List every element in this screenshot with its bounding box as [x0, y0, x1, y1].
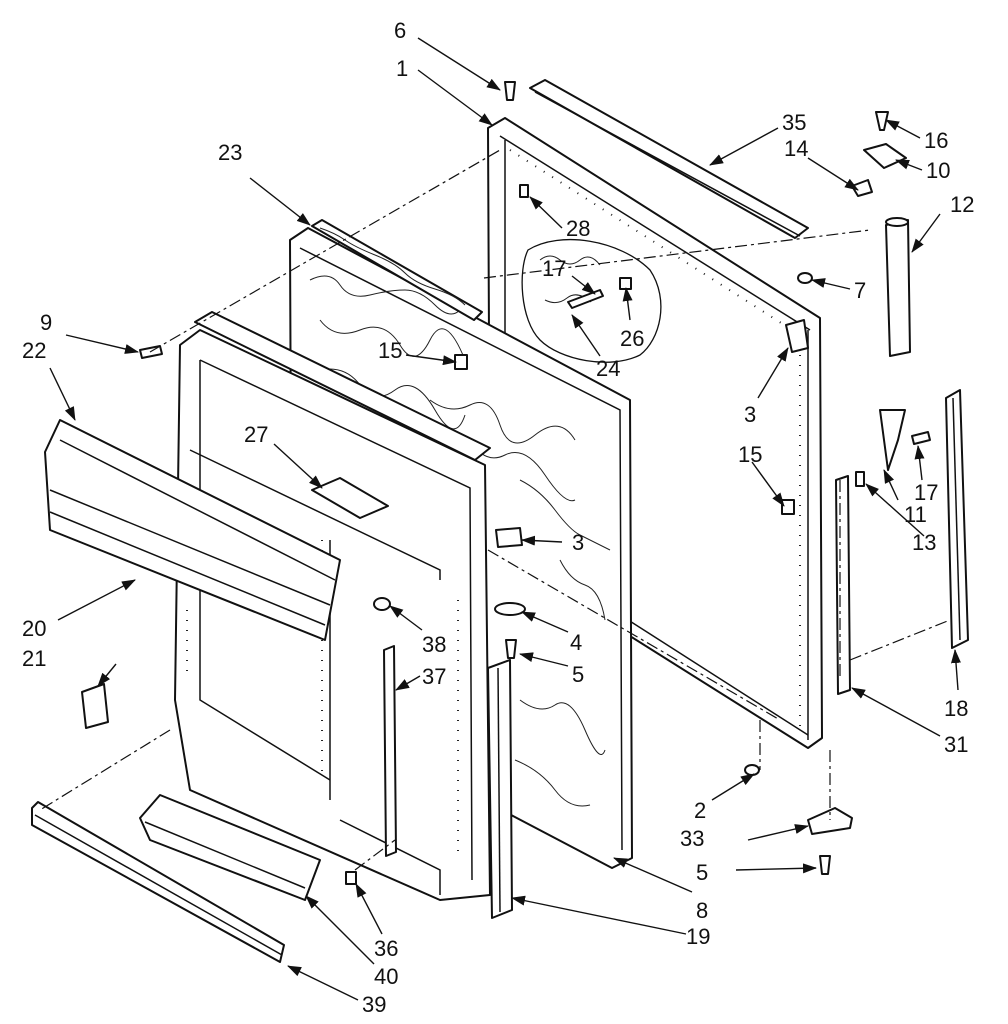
callout-38: 38	[422, 632, 446, 657]
callout-21: 21	[22, 646, 46, 671]
callout-33: 33	[680, 826, 704, 851]
door-gasket	[311, 219, 483, 321]
callout-18: 18	[944, 696, 968, 721]
callout-13: 13	[912, 530, 936, 555]
callout-26: 26	[620, 326, 644, 351]
callout-11: 11	[904, 502, 927, 527]
callout-31: 31	[944, 732, 968, 757]
handle-trim	[945, 389, 969, 649]
callout-5-lower: 5	[696, 860, 708, 885]
washer-13	[855, 471, 865, 487]
callout-6: 6	[394, 18, 406, 43]
hinge-bracket	[785, 319, 809, 353]
top-trim-strip	[529, 79, 809, 239]
callout-40: 40	[374, 964, 398, 989]
clip-26	[619, 277, 632, 290]
bracket-15b	[781, 499, 795, 515]
callout-8: 8	[696, 898, 708, 923]
callout-35: 35	[782, 110, 806, 135]
callout-3-upper: 3	[744, 402, 756, 427]
callout-20: 20	[22, 616, 46, 641]
top-hinge	[851, 111, 907, 197]
callout-16: 16	[924, 128, 948, 153]
callout-3-lower: 3	[572, 530, 584, 555]
callout-17-lower: 17	[914, 480, 938, 505]
washer-4	[494, 602, 526, 616]
callout-15-lower: 15	[738, 442, 762, 467]
bottom-door-bin	[139, 794, 321, 901]
bracket-15a	[454, 354, 468, 370]
clip-36	[345, 871, 357, 885]
liner-outer-rim	[194, 311, 491, 461]
bracket-3	[495, 527, 523, 548]
screw-5a	[505, 639, 517, 659]
callout-14: 14	[784, 136, 808, 161]
callout-27: 27	[244, 422, 268, 447]
callout-15-upper: 15	[378, 338, 402, 363]
alignment-lines	[39, 149, 951, 871]
callout-12: 12	[950, 192, 974, 217]
lower-hinge	[807, 807, 853, 835]
handle-strip	[835, 475, 851, 695]
callout-4: 4	[570, 630, 582, 655]
shelf-rail	[383, 645, 397, 857]
callout-5-upper: 5	[572, 662, 584, 687]
screw-5b	[819, 855, 831, 875]
callout-17-upper: 17	[542, 256, 566, 281]
vertical-gasket-strip	[487, 659, 513, 919]
screw-17b	[911, 431, 931, 445]
leader-arrows	[49, 37, 961, 1001]
cam-11	[879, 409, 906, 471]
callout-28: 28	[566, 216, 590, 241]
callout-36: 36	[374, 936, 398, 961]
callout-22: 22	[22, 338, 46, 363]
callout-1: 1	[396, 56, 408, 81]
callout-19: 19	[686, 924, 710, 949]
plug-28	[519, 184, 529, 198]
clip-27	[311, 477, 389, 519]
callout-7: 7	[854, 278, 866, 303]
screw-6	[504, 81, 516, 101]
plug-2	[744, 764, 760, 776]
inner-door-liner	[174, 329, 491, 901]
bottom-trim-strip	[31, 801, 285, 963]
callout-10: 10	[926, 158, 950, 183]
callout-39: 39	[362, 992, 386, 1017]
plug-38	[373, 597, 391, 611]
hinge-pin-cover	[885, 217, 911, 357]
plug-7	[797, 272, 813, 284]
callout-2: 2	[694, 798, 706, 823]
clip-21	[81, 683, 109, 729]
callout-labels: 6 1 35 16 14 10 23 28 12 17 7 9 22 26 15…	[22, 18, 974, 1017]
callout-9: 9	[40, 310, 52, 335]
callout-23: 23	[218, 140, 242, 165]
dairy-door	[44, 419, 341, 641]
callout-24: 24	[596, 356, 620, 381]
callout-37: 37	[422, 664, 446, 689]
